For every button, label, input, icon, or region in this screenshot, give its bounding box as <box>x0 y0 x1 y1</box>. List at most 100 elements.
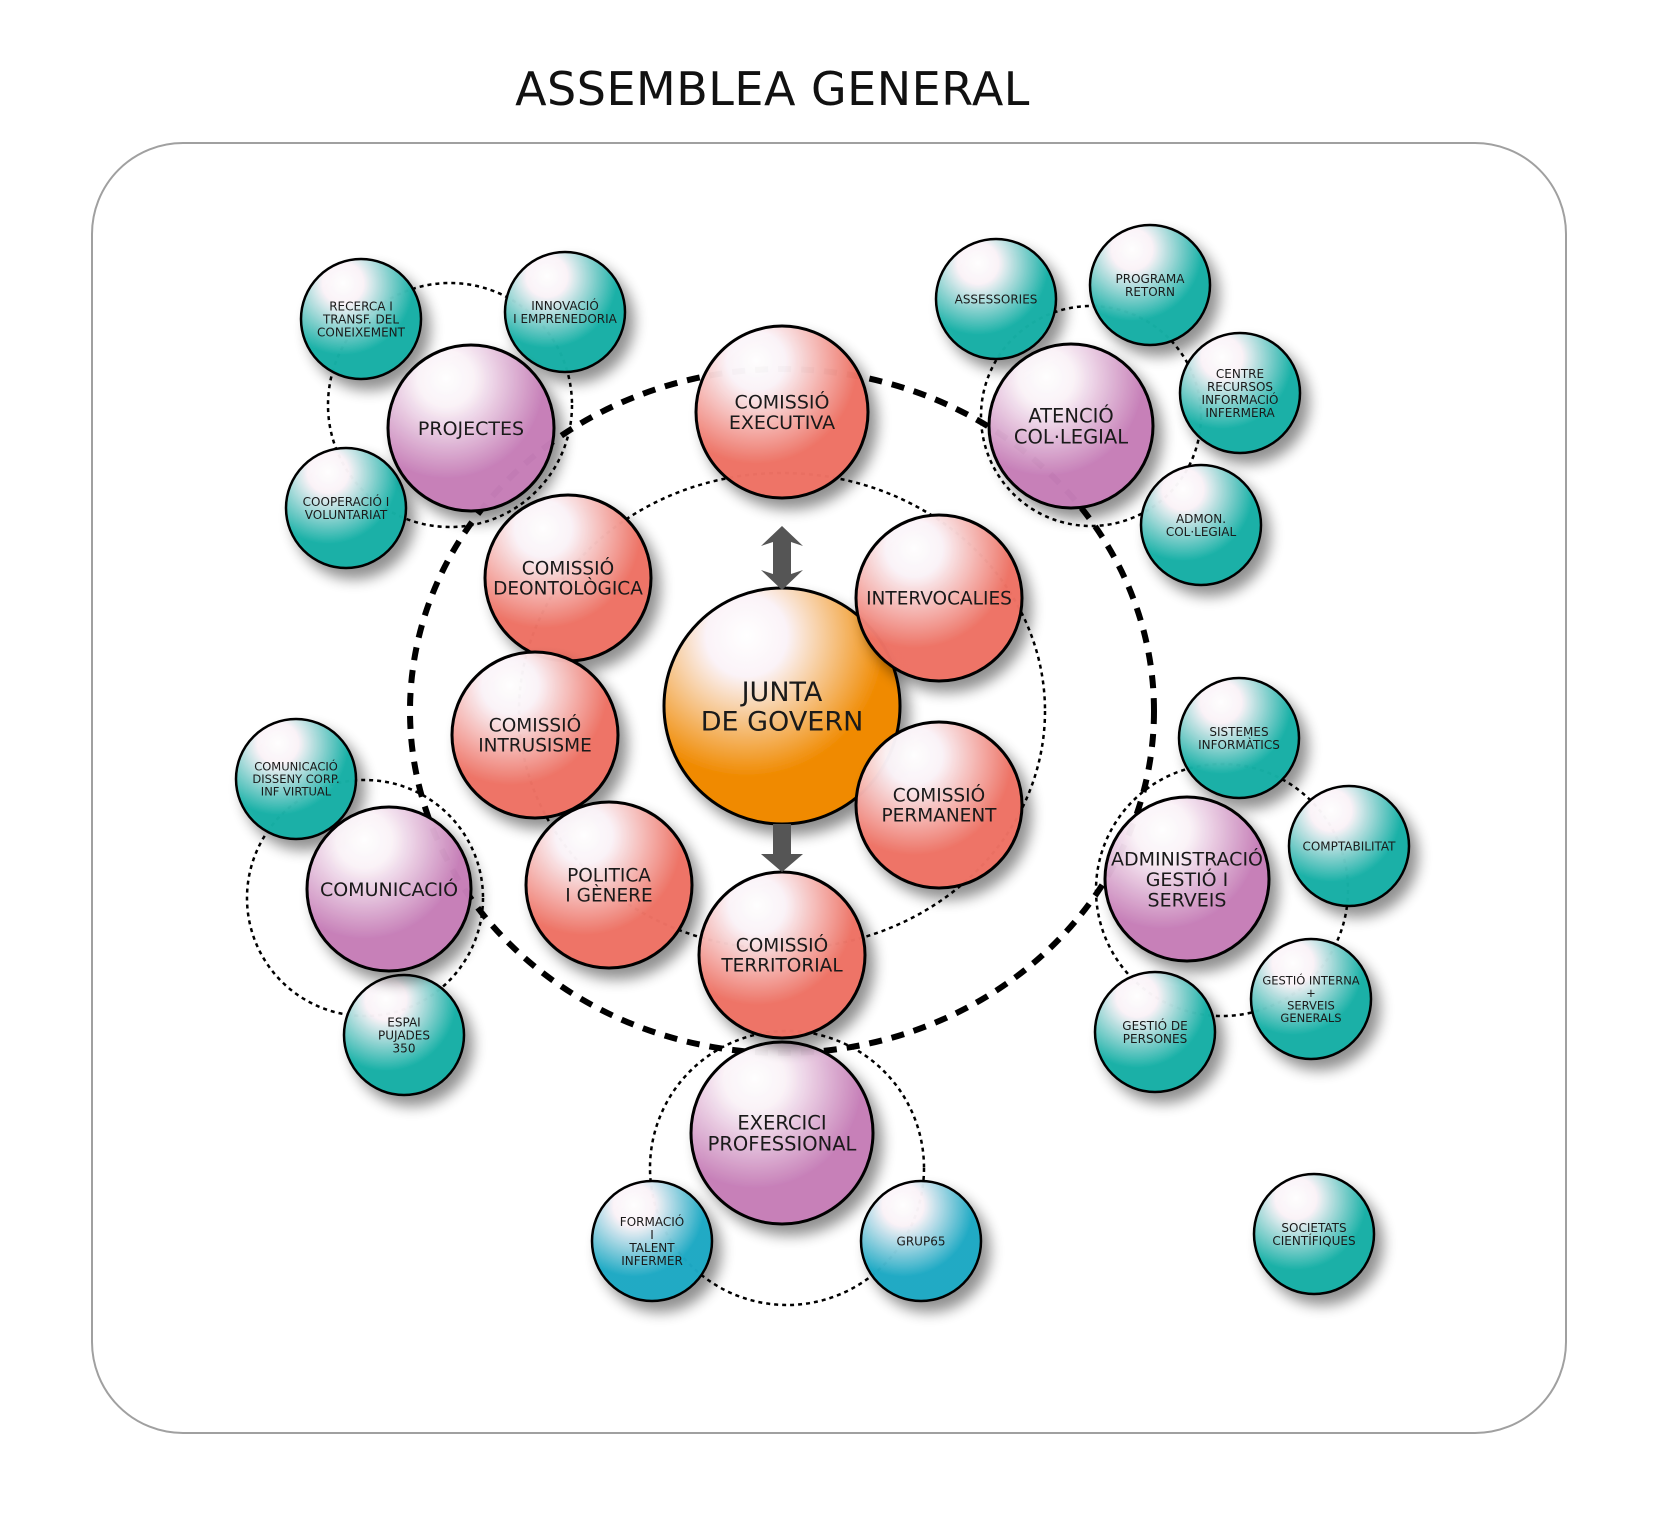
bubble-label: I GÈNERE <box>565 885 652 907</box>
bubble-label: GRUP65 <box>897 1234 946 1248</box>
bubble-label: PROGRAMA <box>1116 272 1186 286</box>
bubble-circle <box>689 1040 875 1226</box>
bubble-circle <box>299 257 423 381</box>
bubble-label: PERSONES <box>1123 1032 1187 1046</box>
bubble-label: EXERCICI <box>737 1111 826 1134</box>
bubble-label: SERVEIS <box>1287 998 1335 1012</box>
bubble-label: EXECUTIVA <box>729 412 835 434</box>
bubble-label: GESTIÓ DE <box>1122 1018 1187 1033</box>
bubble-label: COL·LEGIAL <box>1166 525 1237 539</box>
bubble-label: ATENCIÓ <box>1028 403 1113 427</box>
bubble-label: INF VIRTUAL <box>261 785 332 799</box>
assemblea-general-frame <box>91 142 1567 1434</box>
bubble-label: RECURSOS <box>1207 380 1273 394</box>
bubble-label: GENERALS <box>1280 1011 1341 1025</box>
bubble-label: PROFESSIONAL <box>708 1133 857 1156</box>
bubble-label: INFORMACIÓ <box>1202 392 1279 407</box>
bubble-label: CIENTÍFIQUES <box>1272 1233 1355 1248</box>
bubble-admon-collegial[interactable]: ADMON.COL·LEGIAL <box>1139 463 1263 587</box>
bubble-label: CONEIXEMENT <box>317 325 406 339</box>
bubble-label: FORMACIÓ <box>620 1214 684 1229</box>
bubble-label: PUJADES <box>378 1028 430 1042</box>
bubble-label: I EMPRENEDORIA <box>513 312 618 326</box>
arrows <box>761 526 803 872</box>
bubble-label: 350 <box>393 1041 416 1055</box>
bubble-label: SOCIETATS <box>1281 1221 1346 1235</box>
bubble-circle <box>1177 676 1301 800</box>
bubble-label: PROJECTES <box>418 418 524 440</box>
bubble-circle <box>284 446 408 570</box>
bubble-label: COMUNICACIÓ <box>320 877 458 901</box>
bubble-label: COMUNICACIÓ <box>254 759 338 774</box>
bubble-comunicacio[interactable]: COMUNICACIÓ <box>305 805 473 973</box>
bubble-circle <box>1252 1172 1376 1296</box>
bubble-circle <box>854 513 1024 683</box>
bubble-circle <box>694 324 870 500</box>
bubble-circle <box>503 250 627 374</box>
bubble-comptabilitat[interactable]: COMPTABILITAT <box>1287 784 1411 908</box>
bubble-circle <box>987 342 1155 510</box>
bubble-circle <box>1139 463 1263 587</box>
bubble-circle <box>450 650 620 820</box>
down-arrow-icon <box>761 824 803 872</box>
bubble-circle <box>524 800 694 970</box>
bubble-label: TRANSF. DEL <box>322 312 399 326</box>
bubble-circle <box>342 973 466 1097</box>
bubble-label: TALENT <box>628 1241 675 1255</box>
exercici-ring <box>648 1029 926 1307</box>
bubble-grup65[interactable]: GRUP65 <box>859 1179 983 1303</box>
bubble-circle <box>386 343 556 513</box>
bubble-circle <box>590 1179 714 1303</box>
bubble-label: + <box>1306 986 1316 1000</box>
bubble-circle <box>234 717 358 841</box>
bidirectional-arrow-icon <box>761 526 803 590</box>
bubble-intervocalies[interactable]: INTERVOCALIES <box>854 513 1024 683</box>
bubble-circle <box>1103 795 1271 963</box>
bubble-assessories[interactable]: ASSESSORIES <box>934 237 1058 361</box>
bubble-label: COL·LEGIAL <box>1014 426 1128 449</box>
bubble-label: JUNTA <box>740 677 823 708</box>
bubble-circle <box>1249 937 1373 1061</box>
bubble-label: INFERMERA <box>1205 406 1275 420</box>
bubble-label: COMISSIÓ <box>735 390 830 414</box>
bubble-label: POLITICA <box>567 866 651 887</box>
bubble-circle <box>1178 331 1302 455</box>
bubble-label: COMISSIÓ <box>489 715 581 737</box>
bubble-label: INNOVACIÓ <box>531 298 599 313</box>
bubble-label: COMPTABILITAT <box>1302 839 1396 853</box>
bubble-label: INFORMÀTICS <box>1198 737 1280 752</box>
bubble-label: COMISSIÓ <box>893 785 985 807</box>
bubble-projectes[interactable]: PROJECTES <box>386 343 556 513</box>
bubble-label: ADMON. <box>1176 512 1226 526</box>
bubble-label: COMISSIÓ <box>736 935 828 957</box>
bubble-label: GESTIÓ INTERNA <box>1262 973 1359 988</box>
page-title: ASSEMBLEA GENERAL <box>515 62 1030 116</box>
bubble-label: DE GOVERN <box>701 706 864 737</box>
bubble-circle <box>1287 784 1411 908</box>
bubble-circle <box>934 237 1058 361</box>
